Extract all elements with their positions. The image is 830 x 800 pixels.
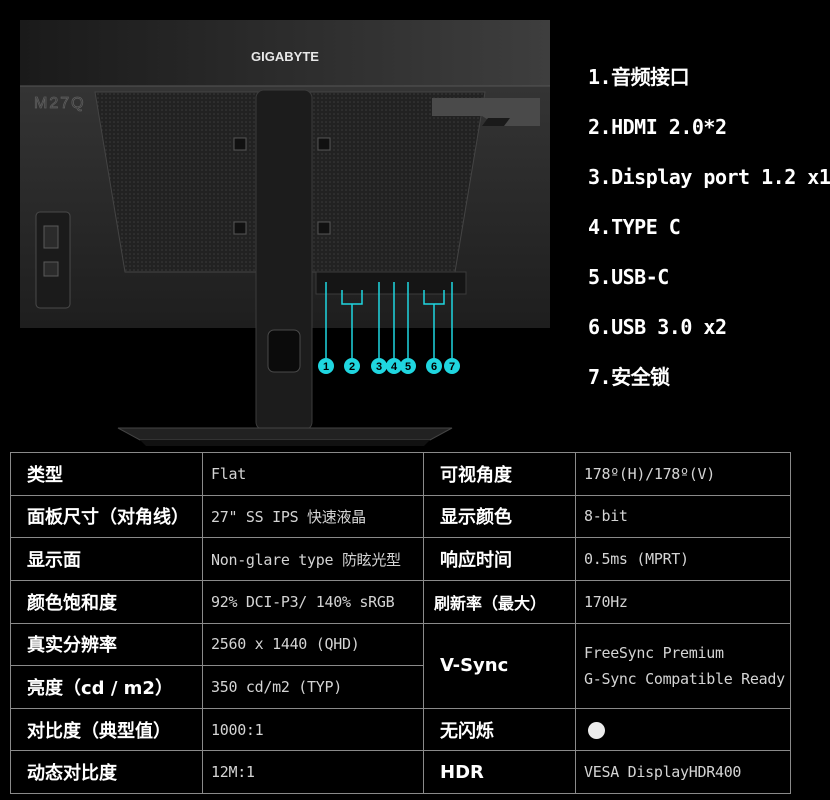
- callout-number: 2: [349, 361, 355, 373]
- spec-label-vsync: V-Sync: [423, 622, 576, 709]
- filled-circle-icon: [588, 721, 605, 739]
- spec-label-panel-size: 面板尺寸（对角线）: [10, 494, 203, 539]
- spec-label-brightness: 亮度（cd / m2）: [10, 665, 203, 709]
- table-row: 颜色饱和度 92% DCI-P3/ 140% sRGB 刷新率（最大） 170H…: [10, 579, 791, 624]
- spec-label-display-color: 显示颜色: [423, 494, 576, 539]
- spec-label-hdr: HDR: [423, 750, 576, 794]
- spec-value-type: Flat: [202, 452, 424, 496]
- spec-value-vsync: FreeSync Premium G-Sync Compatible Ready: [575, 622, 791, 709]
- spec-value-color-gamut: 92% DCI-P3/ 140% sRGB: [202, 579, 424, 624]
- port-item: 4.TYPE C: [588, 215, 681, 239]
- port-item: 5.USB-C: [588, 265, 669, 289]
- spec-label-dynamic-contrast: 动态对比度: [10, 750, 203, 794]
- spec-label-type: 类型: [10, 452, 203, 496]
- model-emboss: M27Q: [34, 95, 86, 112]
- brand-logo-text: GIGABYTE: [251, 49, 319, 64]
- product-image-area: 1 2 3 4 5 6 7 GIGABYTE M27Q 1.音频接口 2.HDM…: [20, 20, 830, 446]
- spec-label-contrast: 对比度（典型值）: [10, 707, 203, 752]
- spec-label-flicker-free: 无闪烁: [423, 707, 576, 752]
- port-item: 2.HDMI 2.0*2: [588, 115, 727, 139]
- spec-value-flicker-free: [575, 707, 791, 752]
- port-item: 1.音频接口: [588, 65, 690, 89]
- callout-number: 6: [431, 361, 437, 373]
- callout-number: 1: [323, 361, 329, 373]
- port-item: 6.USB 3.0 x2: [588, 315, 727, 339]
- spec-label-response-time: 响应时间: [423, 537, 576, 581]
- callout-number: 5: [405, 361, 411, 373]
- spec-value-panel-size: 27" SS IPS 快速液晶: [202, 494, 424, 539]
- port-list: 1.音频接口 2.HDMI 2.0*2 3.Display port 1.2 x…: [588, 62, 830, 412]
- table-row: 显示面 Non-glare type 防眩光型 响应时间 0.5ms (MPRT…: [10, 537, 791, 581]
- table-row: 面板尺寸（对角线） 27" SS IPS 快速液晶 显示颜色 8-bit: [10, 494, 791, 539]
- spec-value-brightness: 350 cd/m2 (TYP): [202, 665, 424, 709]
- callout-number: 4: [391, 361, 398, 373]
- spec-table: 类型 Flat 可视角度 178º(H)/178º(V) 面板尺寸（对角线） 2…: [10, 452, 791, 794]
- spec-label-surface: 显示面: [10, 537, 203, 581]
- spec-label-refresh-rate: 刷新率（最大）: [423, 579, 576, 624]
- spec-value-response-time: 0.5ms (MPRT): [575, 537, 791, 581]
- spec-value-contrast: 1000:1: [202, 707, 424, 752]
- port-item: 3.Display port 1.2 x1: [588, 165, 830, 189]
- callout-number: 3: [376, 361, 382, 373]
- spec-label-resolution: 真实分辨率: [10, 622, 203, 667]
- spec-label-viewing-angle: 可视角度: [423, 452, 576, 496]
- spec-label-color-gamut: 颜色饱和度: [10, 579, 203, 624]
- table-row: 类型 Flat 可视角度 178º(H)/178º(V): [10, 452, 791, 496]
- callout-number: 7: [449, 361, 455, 373]
- spec-value-display-color: 8-bit: [575, 494, 791, 539]
- spec-value-hdr: VESA DisplayHDR400: [575, 750, 791, 794]
- spec-value-resolution: 2560 x 1440 (QHD): [202, 622, 424, 667]
- vsync-line: FreeSync Premium: [584, 643, 724, 662]
- spec-value-surface: Non-glare type 防眩光型: [202, 537, 424, 581]
- table-row: 亮度（cd / m2） 350 cd/m2 (TYP): [10, 665, 791, 709]
- spec-value-viewing-angle: 178º(H)/178º(V): [575, 452, 791, 496]
- monitor-rear-photo: 1 2 3 4 5 6 7 GIGABYTE M27Q: [20, 20, 550, 446]
- table-row: 对比度（典型值） 1000:1 无闪烁: [10, 707, 791, 752]
- spec-value-dynamic-contrast: 12M:1: [202, 750, 424, 794]
- table-row: 真实分辨率 2560 x 1440 (QHD) V-Sync FreeSync …: [10, 622, 791, 709]
- vsync-line: G-Sync Compatible Ready: [584, 669, 785, 688]
- port-item: 7.安全锁: [588, 365, 670, 389]
- table-row: 动态对比度 12M:1 HDR VESA DisplayHDR400: [10, 750, 791, 794]
- spec-value-refresh-rate: 170Hz: [575, 579, 791, 624]
